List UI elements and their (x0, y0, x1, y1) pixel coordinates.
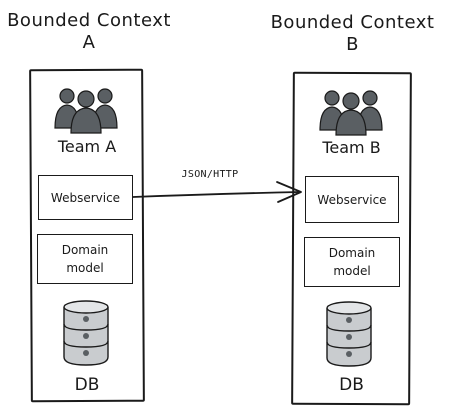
arrow-line (132, 191, 301, 198)
db-a-label: DB (74, 375, 100, 395)
context-b-title: Bounded Context B (265, 12, 440, 56)
domain-model-a-label: Domain model (61, 243, 109, 275)
connection-label: JSON/HTTP (181, 169, 239, 180)
webservice-b-label: Webservice (317, 192, 387, 207)
context-a-title-line2: A (82, 32, 96, 53)
context-b-title-line1: Bounded Context (270, 12, 435, 33)
webservice-b-box: Webservice (305, 176, 399, 223)
database-icon (323, 300, 375, 368)
context-b-title-line2: B (346, 34, 359, 55)
domain-model-b-label: Domain model (328, 246, 376, 278)
team-group-icon (53, 84, 119, 134)
context-a-title-line1: Bounded Context (7, 10, 171, 31)
webservice-a-label: Webservice (50, 190, 121, 205)
domain-model-b-box: Domain model (304, 237, 400, 287)
context-a-title: Bounded Context A (0, 10, 178, 54)
team-a-label: Team A (57, 137, 117, 156)
database-icon (60, 299, 112, 367)
team-b-label: Team B (322, 138, 381, 157)
db-b-label: DB (339, 375, 364, 395)
team-group-icon (318, 86, 384, 136)
domain-model-a-box: Domain model (37, 234, 133, 284)
webservice-a-box: Webservice (38, 175, 133, 220)
